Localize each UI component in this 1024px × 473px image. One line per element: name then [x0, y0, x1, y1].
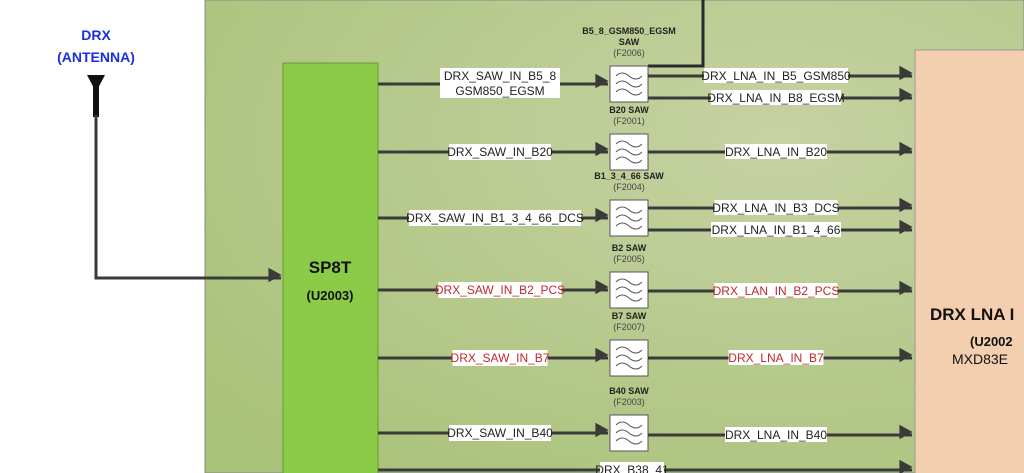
output-net-label: DRX_LAN_IN_B2_PCS: [713, 284, 840, 298]
switch-ref: (U2003): [307, 288, 354, 303]
filter-ref: (F2006): [613, 48, 645, 58]
filter-title-2: SAW: [619, 37, 640, 47]
antenna-label: DRX: [81, 27, 111, 43]
switch-name: SP8T: [309, 258, 352, 277]
output-label-bg: [725, 144, 827, 159]
saw-filter-row: DRX_SAW_IN_B1_3_4_66_DCS (F2004)B1_3_4_66…: [378, 171, 913, 237]
filter-ref: (F2004): [613, 182, 645, 192]
bypass-label: DRX_B38_41: [595, 463, 669, 473]
output-net-label: DRX_LNA_IN_B3_DCS: [712, 201, 839, 215]
input-label-bg: [438, 282, 562, 298]
lna-name: DRX LNA I: [930, 305, 1014, 324]
filter-title: B1_3_4_66 SAW: [594, 171, 664, 181]
input-net-label: DRX_SAW_IN_B20: [447, 145, 553, 159]
output-net-label: DRX_LNA_IN_B40: [725, 428, 827, 442]
output-net-label: DRX_LNA_IN_B1_4_66: [712, 223, 841, 237]
lna-ref: (U2002: [970, 334, 1013, 349]
saw-filter-icon: [609, 199, 649, 237]
filter-ref: (F2007): [613, 322, 645, 332]
filter-ref: (F2005): [613, 254, 645, 264]
filter-title: B2 SAW: [612, 243, 647, 253]
filter-title: B20 SAW: [609, 105, 649, 115]
sp8t-switch: [282, 62, 379, 473]
antenna-label-sub: (ANTENNA): [57, 49, 135, 65]
saw-filter-icon: [609, 133, 649, 171]
filter-ref: (F2001): [613, 116, 645, 126]
saw-filter-row: DRX_SAW_IN_B40 (F2003)B40 SAW DRX_LNA_IN_B…: [378, 386, 913, 452]
saw-filter-icon: [609, 414, 649, 452]
output-net-label: DRX_LNA_IN_B7: [728, 351, 824, 365]
input-label-bg: [449, 425, 551, 441]
saw-filter-icon: [609, 339, 649, 377]
lna-part: MXD83E: [952, 351, 1008, 367]
antenna-icon: [87, 75, 105, 117]
output-net-label: DRX_LNA_IN_B20: [725, 145, 827, 159]
output-label-bg: [728, 350, 824, 365]
input-label-bg: [440, 68, 560, 98]
saw-filter-icon: [609, 65, 649, 103]
lna-block: [914, 49, 1024, 473]
output-label-bg: [704, 68, 848, 83]
input-net-label: DRX_SAW_IN_B1_3_4_66_DCS: [406, 211, 584, 225]
output-label-bg: [711, 90, 841, 105]
input-net-label: DRX_SAW_IN_B7: [451, 351, 550, 365]
input-net-label: DRX_SAW_IN_B2_PCS: [435, 283, 565, 297]
antenna-feed-line: [94, 115, 282, 283]
coupler-line: [648, 0, 705, 68]
input-label-bg: [449, 144, 551, 160]
input-label-bg: [409, 210, 581, 226]
saw-filter-row: DRX_SAW_IN_B2_PCS (F2005)B2 SAW DRX_LAN_IN…: [378, 243, 913, 309]
output-label-bg: [714, 283, 838, 298]
output-net-label: DRX_LNA_IN_B8_EGSM: [707, 91, 844, 105]
filter-title: B7 SAW: [612, 311, 647, 321]
bypass-trace: DRX_B38_41: [378, 459, 913, 473]
saw-filter-row: DRX_SAW_IN_B7 (F2007)B7 SAW DRX_LNA_IN_B7: [378, 311, 913, 377]
input-net-label: DRX_SAW_IN_B5_8: [444, 69, 557, 83]
saw-filter-row: DRX_SAW_IN_B20 (F2001)B20 SAW DRX_LNA_IN_B…: [378, 105, 913, 171]
input-label-bg: [452, 350, 548, 366]
saw-filter-icon: [609, 271, 649, 309]
input-net-label: GSM850_EGSM: [455, 84, 544, 98]
output-label-bg: [711, 222, 841, 237]
output-net-label: DRX_LNA_IN_B5_GSM850: [701, 69, 851, 83]
input-net-label: DRX_SAW_IN_B40: [447, 426, 553, 440]
filter-ref: (F2003): [613, 397, 645, 407]
filter-title: B5_8_GSM850_EGSM: [582, 26, 676, 36]
filter-title: B40 SAW: [609, 386, 649, 396]
output-label-bg: [725, 427, 827, 442]
output-label-bg: [714, 200, 838, 215]
